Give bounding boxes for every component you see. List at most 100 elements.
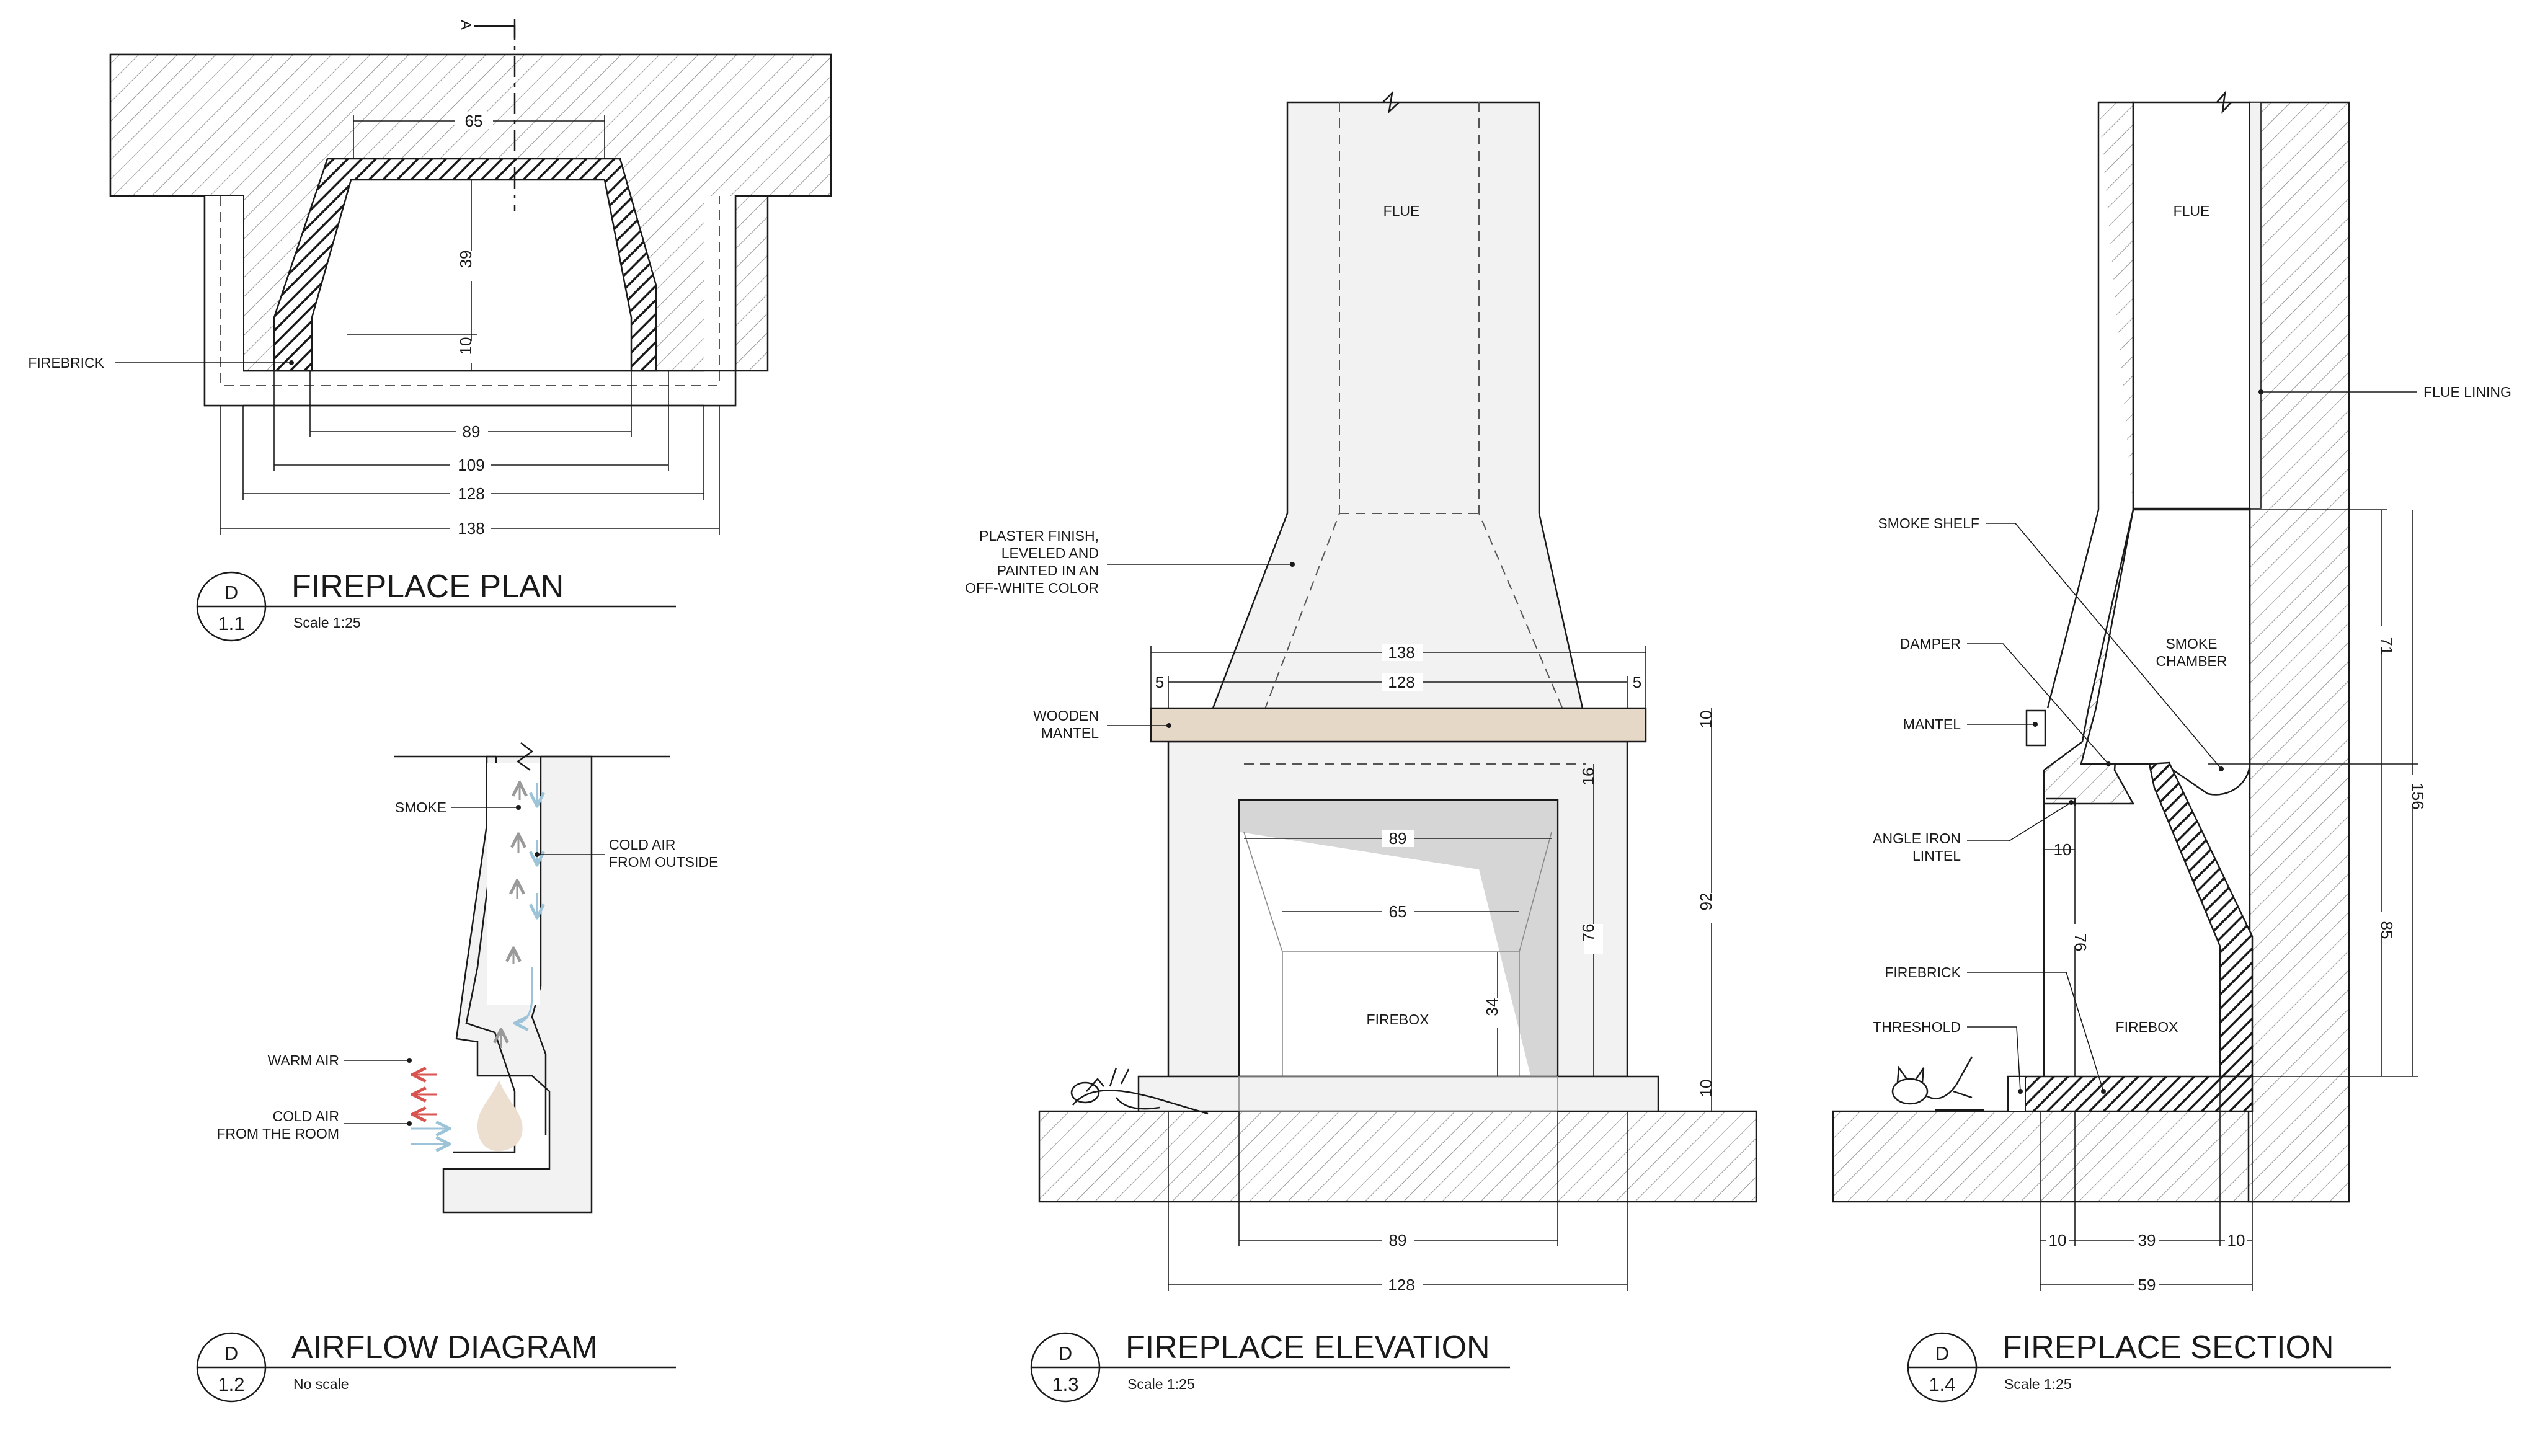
section-hearth-firebrick [2007, 1075, 2254, 1112]
elevation-label-plaster-1: PLASTER FINISH, [979, 528, 1099, 544]
section-mantel [2025, 709, 2046, 747]
section-smoke-chamber [2080, 508, 2251, 796]
section-label-lintel-1: ANGLE IRON [1873, 830, 1961, 846]
section-dim-156: 156 [2409, 783, 2427, 809]
airflow-label-cold-outside-2: FROM OUTSIDE [609, 854, 718, 870]
elevation-wooden-mantel [1150, 707, 1647, 743]
elevation-label-plaster-3: PAINTED IN AN [997, 562, 1099, 579]
fireplace-section: 71 156 85 10 76 10 39 10 59 FL [1832, 91, 2511, 1403]
section-dimensions: 71 156 85 10 76 10 39 10 59 [2040, 509, 2427, 1294]
elevation-tag-letter: D [1059, 1343, 1072, 1364]
elevation-dim-65: 65 [1389, 902, 1407, 921]
airflow-label-cold-room-1: COLD AIR [273, 1108, 339, 1124]
section-dim-85: 85 [2378, 921, 2396, 939]
elevation-dim-89-opening: 89 [1389, 829, 1407, 848]
section-label-flue-lining: FLUE LINING [2423, 384, 2511, 400]
elevation-label-flue: FLUE [1383, 203, 1420, 219]
plan-dim-109: 109 [458, 456, 484, 474]
elevation-scale: Scale 1:25 [1127, 1376, 1195, 1392]
plan-dim-128: 128 [458, 484, 484, 503]
section-dim-59: 59 [2138, 1276, 2156, 1294]
fireplace-elevation: 138 128 5 5 10 16 89 92 65 76 34 [965, 91, 1757, 1403]
section-label-threshold: THRESHOLD [1873, 1019, 1961, 1035]
plan-dim-65: 65 [465, 112, 483, 130]
elevation-dim-10-bottom: 10 [1697, 1080, 1715, 1098]
section-dim-76: 76 [2071, 934, 2090, 952]
airflow-label-smoke: SMOKE [395, 799, 446, 815]
elevation-dim-10-top: 10 [1697, 711, 1715, 729]
section-dim-10-left: 10 [2049, 1231, 2067, 1250]
airflow-label-warm-air: WARM AIR [268, 1052, 339, 1068]
elevation-dim-128-bottom: 128 [1388, 1276, 1414, 1294]
elevation-floor [1038, 1110, 1757, 1203]
elevation-dimensions: 138 128 5 5 10 16 89 92 65 76 34 [1150, 643, 1721, 1294]
elevation-label-mantel-2: MANTEL [1041, 725, 1099, 741]
elevation-dim-138: 138 [1388, 643, 1414, 662]
section-label-smoke-chamber-1: SMOKE [2165, 636, 2217, 652]
section-label-firebrick: FIREBRICK [1885, 964, 1961, 980]
elevation-label-mantel-1: WOODEN [1033, 708, 1099, 724]
elevation-cat-icon [1070, 1067, 1209, 1115]
section-label-smoke-shelf: SMOKE SHELF [1878, 515, 1979, 531]
plan-section-marker: A [458, 20, 474, 30]
section-label-lintel-2: LINTEL [1912, 848, 1961, 864]
plan-tag-letter: D [224, 582, 238, 603]
section-label-flue: FLUE [2174, 203, 2210, 219]
elevation-label-plaster-2: LEVELED AND [1001, 545, 1099, 561]
section-dim-71: 71 [2378, 637, 2396, 655]
plan-label-firebrick: FIREBRICK [28, 355, 104, 371]
elevation-dim-128: 128 [1388, 673, 1414, 691]
airflow-flame-icon [477, 1080, 523, 1152]
section-flue-lining [2132, 101, 2251, 510]
fireplace-plan: A 65 39 10 89 109 128 [28, 19, 832, 642]
section-title-block: D 1.4 FIREPLACE SECTION Scale 1:25 [1907, 1329, 2391, 1403]
elevation-chimney [1212, 101, 1584, 709]
plan-dim-10: 10 [456, 337, 475, 355]
elevation-dim-5-left: 5 [1155, 673, 1164, 691]
plan-dimensions: 65 39 10 89 109 128 138 [220, 112, 720, 538]
plan-dim-89: 89 [463, 422, 481, 441]
plan-scale: Scale 1:25 [293, 615, 361, 631]
airflow-diagram: SMOKE COLD AIR FROM OUTSIDE WARM AIR COL… [196, 742, 718, 1403]
airflow-tag-letter: D [224, 1343, 238, 1364]
plan-title: FIREPLACE PLAN [291, 569, 564, 605]
section-tag-number: 1.4 [1929, 1374, 1955, 1395]
airflow-label-cold-outside-1: COLD AIR [609, 837, 675, 853]
section-dim-39: 39 [2138, 1231, 2156, 1250]
section-cat-icon [1891, 1056, 1984, 1111]
section-dim-10-right: 10 [2227, 1231, 2245, 1250]
airflow-scale: No scale [293, 1376, 349, 1392]
elevation-dim-92: 92 [1697, 893, 1715, 911]
elevation-dim-34: 34 [1483, 998, 1501, 1016]
elevation-tag-number: 1.3 [1052, 1374, 1078, 1395]
elevation-hearth [1137, 1075, 1659, 1112]
elevation-dim-89-bottom: 89 [1389, 1231, 1407, 1250]
section-label-smoke-chamber-2: CHAMBER [2156, 653, 2227, 669]
plan-dim-138: 138 [458, 519, 484, 538]
section-title: FIREPLACE SECTION [2002, 1329, 2334, 1365]
section-scale: Scale 1:25 [2004, 1376, 2072, 1392]
airflow-title-block: D 1.2 AIRFLOW DIAGRAM No scale [196, 1329, 676, 1403]
elevation-dim-16: 16 [1579, 768, 1597, 786]
plan-firebox-opening [310, 159, 656, 371]
elevation-dim-76: 76 [1579, 924, 1597, 942]
airflow-title: AIRFLOW DIAGRAM [291, 1329, 598, 1365]
section-label-firebox: FIREBOX [2116, 1019, 2178, 1035]
airflow-label-cold-room-2: FROM THE ROOM [216, 1125, 339, 1142]
airflow-arrows [411, 783, 537, 1144]
plan-dim-39: 39 [456, 251, 475, 269]
elevation-title: FIREPLACE ELEVATION [1126, 1329, 1490, 1365]
section-tag-letter: D [1935, 1343, 1949, 1364]
elevation-title-block: D 1.3 FIREPLACE ELEVATION Scale 1:25 [1030, 1329, 1510, 1403]
elevation-label-plaster-4: OFF-WHITE COLOR [965, 580, 1099, 596]
airflow-tag-number: 1.2 [218, 1374, 244, 1395]
elevation-label-firebox: FIREBOX [1367, 1011, 1429, 1028]
elevation-dim-5-right: 5 [1633, 673, 1641, 691]
elevation-firebox-shadow [1240, 801, 1556, 1075]
section-label-mantel: MANTEL [1903, 716, 1961, 732]
section-dim-10-lintel: 10 [2054, 840, 2072, 859]
plan-title-block: D 1.1 FIREPLACE PLAN Scale 1:25 [196, 569, 676, 642]
section-back-wall [2247, 101, 2350, 1203]
section-label-damper: DAMPER [1900, 636, 1961, 652]
